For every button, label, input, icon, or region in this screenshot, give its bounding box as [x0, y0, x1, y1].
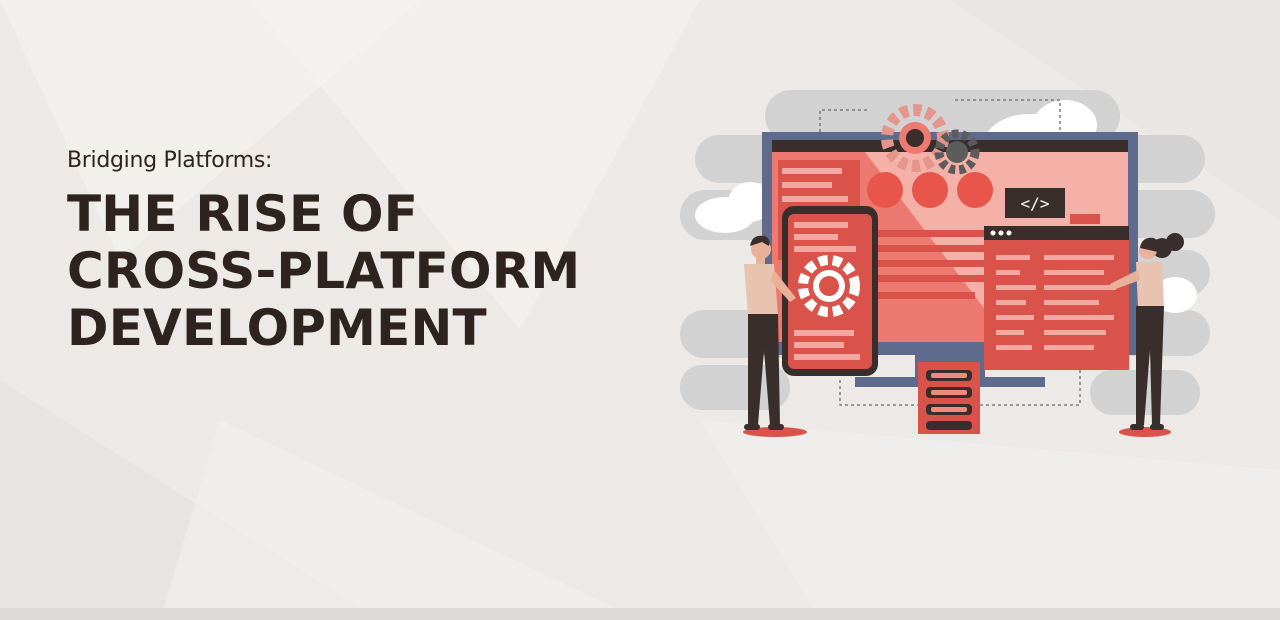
smartphone-icon: [782, 206, 878, 376]
headline: THE RISE OF CROSS-PLATFORM DEVELOPMENT: [67, 186, 580, 357]
headline-line-3: DEVELOPMENT: [67, 299, 487, 357]
code-symbol: </>: [1021, 194, 1050, 213]
headline-line-1: THE RISE OF: [67, 185, 419, 243]
developer-woman: [1110, 233, 1184, 437]
subtitle: Bridging Platforms:: [67, 148, 273, 173]
headline-line-2: CROSS-PLATFORM: [67, 242, 581, 300]
browser-window-icon: [984, 226, 1129, 370]
code-icon: </>: [1005, 188, 1100, 224]
cross-platform-illustration: </>: [680, 90, 1215, 437]
gear-icon: [934, 129, 980, 175]
bottom-strip: [0, 608, 1280, 620]
developer-man: [743, 235, 807, 437]
title-block: Bridging Platforms: THE RISE OF CROSS-PL…: [67, 146, 580, 357]
server-icon: [918, 362, 980, 434]
